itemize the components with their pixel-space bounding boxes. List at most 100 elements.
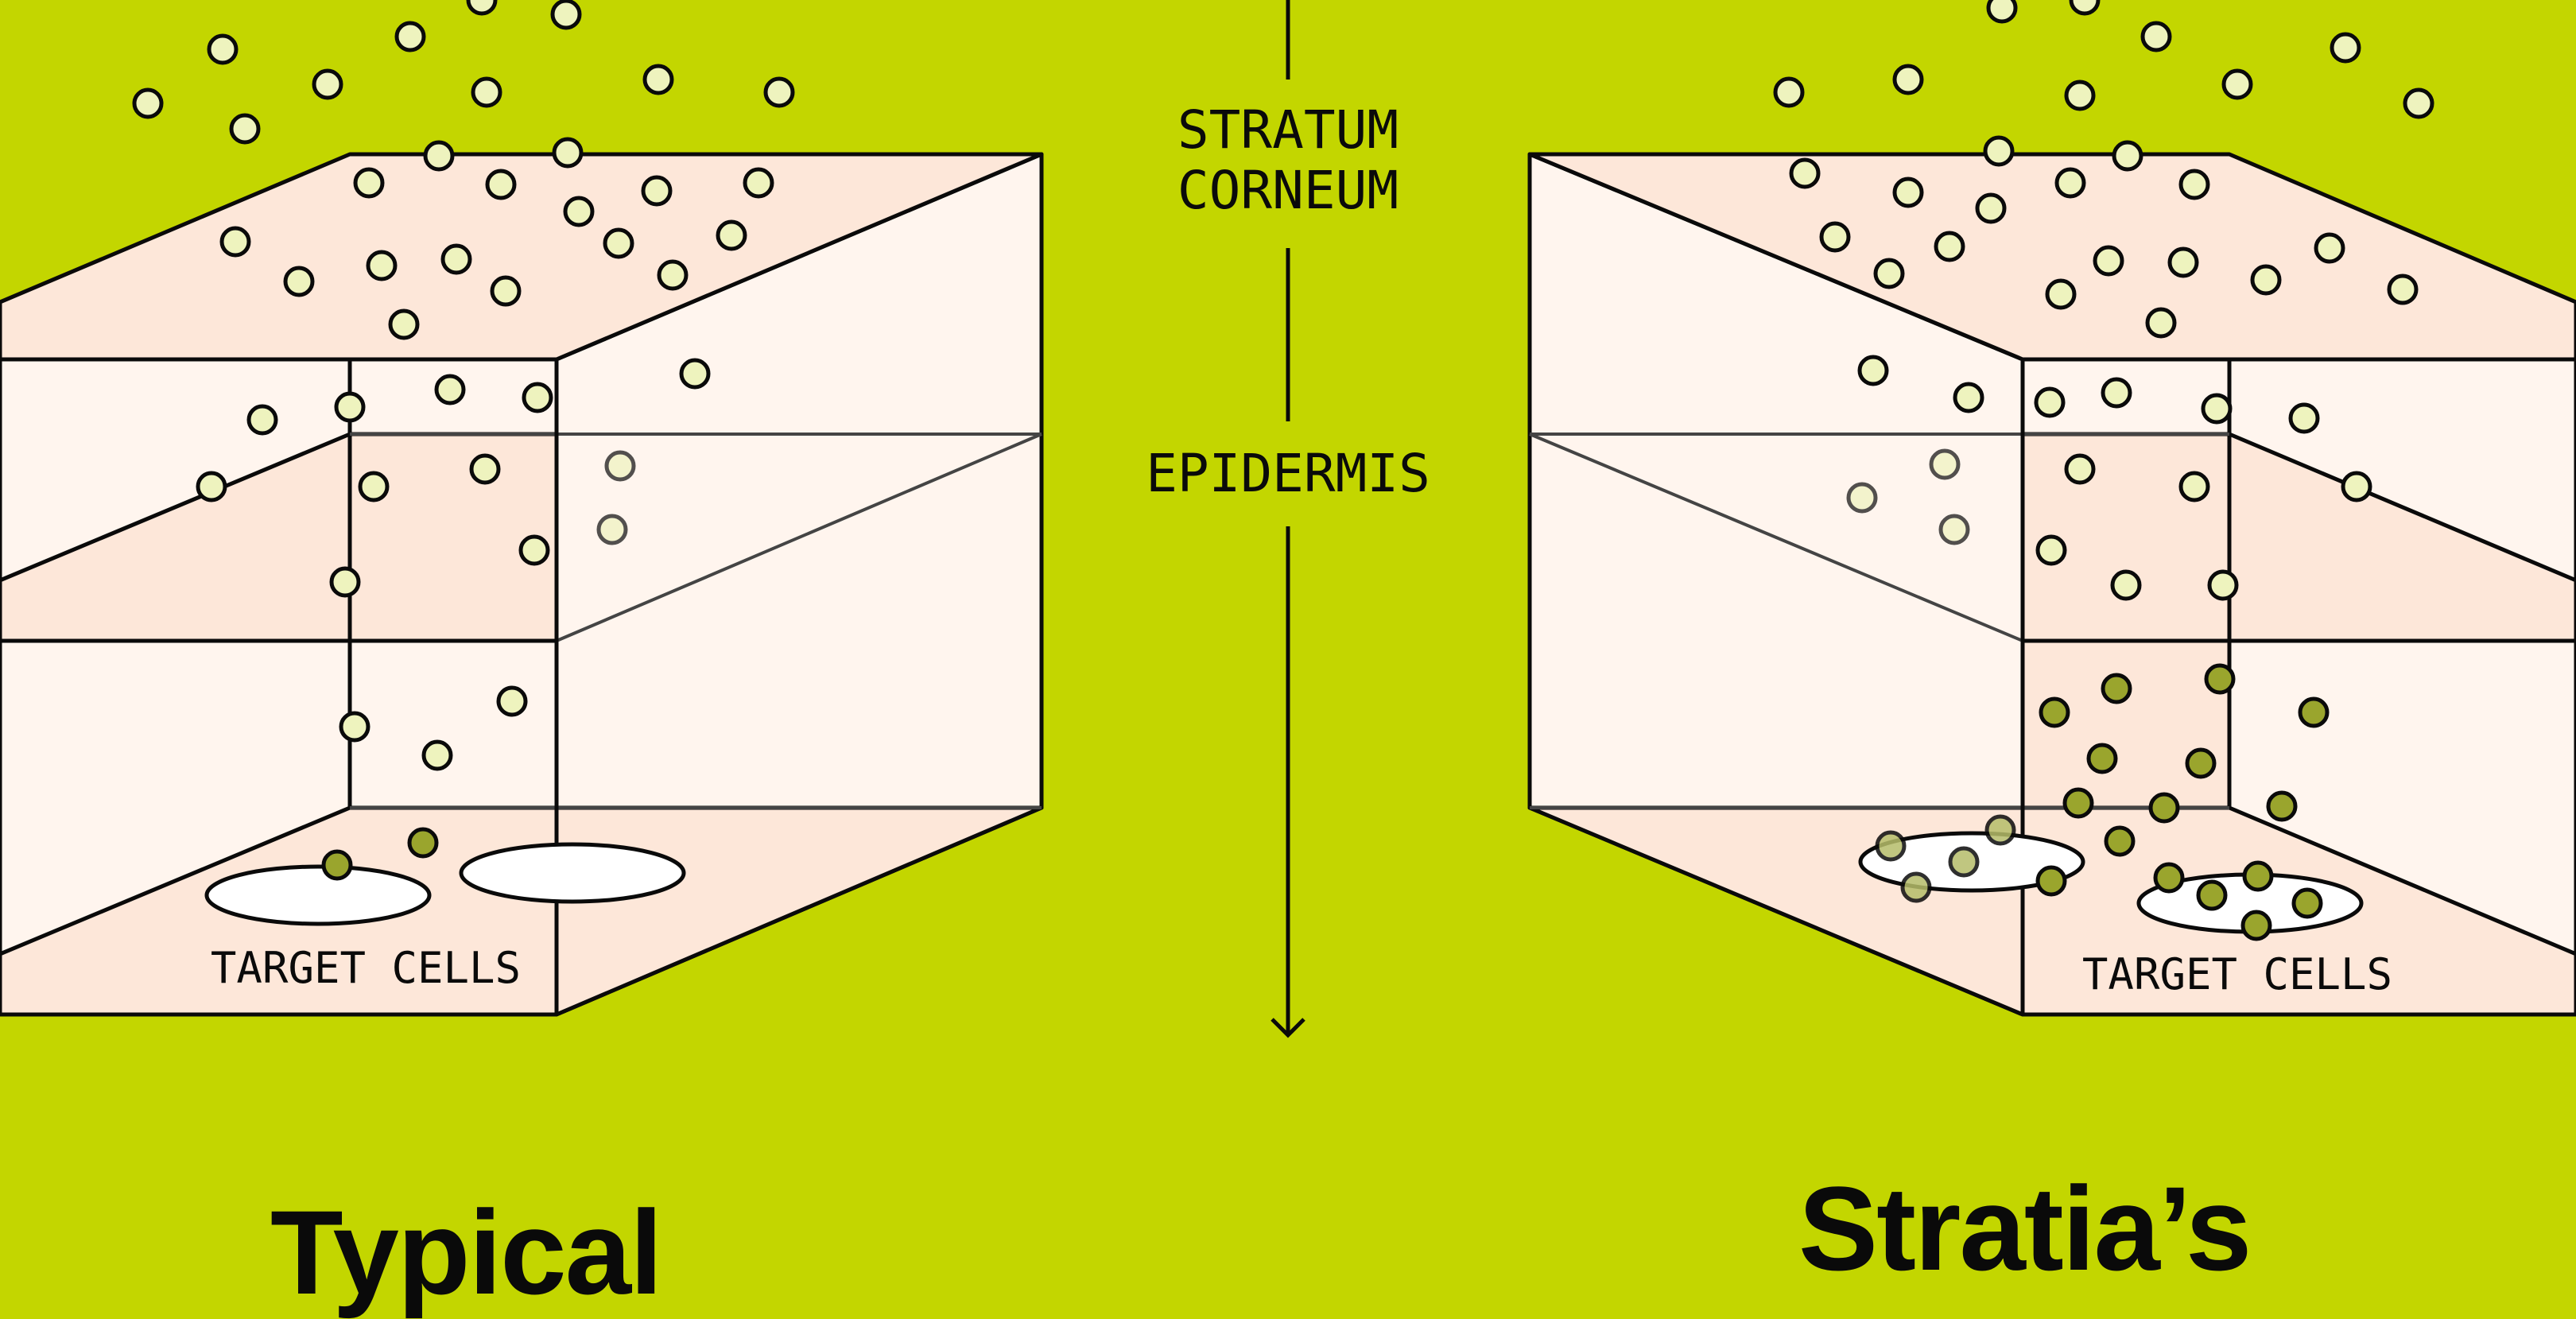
drug-particle [394, 21, 426, 52]
drug-particle [207, 33, 239, 65]
drug-particle [196, 471, 227, 502]
drug-particle [2201, 393, 2233, 425]
drug-particle [1789, 157, 1821, 189]
drug-particle-delivered [2242, 860, 2274, 892]
left-target-cells-label: TARGET CELLS [211, 943, 521, 993]
drug-particle [1857, 355, 1889, 386]
drug-particle [246, 404, 278, 436]
drug-particle [2178, 471, 2210, 502]
drug-particle [440, 243, 472, 275]
left-skin-block [0, 152, 1044, 1017]
drug-particle [2403, 87, 2434, 119]
drug-particle [1892, 177, 1924, 208]
drug-particle [641, 175, 673, 207]
drug-particle [2140, 21, 2172, 52]
drug-particle [603, 227, 634, 259]
drug-particle-delivered [2104, 825, 2136, 857]
drug-particle [2145, 307, 2177, 339]
drug-particle [2064, 80, 2096, 111]
drug-particle-delivered [2185, 747, 2217, 779]
left-block-floor [0, 805, 1044, 1017]
left-block-edge [556, 433, 1042, 642]
drug-particle [2069, 0, 2101, 16]
drug-particle [219, 226, 251, 258]
left-block-top-face [0, 152, 1044, 362]
drug-particle [550, 0, 582, 30]
drug-particle [1983, 135, 2015, 167]
drug-particle-delivered [2266, 790, 2298, 822]
down-arrow-icon [1271, 1018, 1305, 1038]
right-target-cells-label: TARGET CELLS [2082, 949, 2392, 999]
drug-particle [469, 453, 501, 485]
drug-particle [743, 167, 774, 199]
drug-particle [2064, 453, 2096, 485]
drug-particle [2110, 569, 2142, 601]
drug-particle [423, 140, 455, 172]
drug-particle [2035, 534, 2067, 566]
drug-particle [2341, 471, 2372, 502]
right-skin-block [1527, 152, 2576, 1017]
drug-particle [1975, 192, 2007, 224]
drug-particle [434, 374, 466, 405]
drug-particle [2101, 377, 2132, 409]
epidermis-label: EPIDERMIS [1146, 443, 1430, 504]
drug-particle [229, 113, 261, 145]
drug-particle [339, 711, 370, 743]
drug-particle-faded [596, 514, 628, 545]
drug-particle-absorbed [1875, 830, 1907, 862]
drug-particle-faded [1929, 448, 1961, 480]
drug-particle-delivered [2153, 862, 2185, 894]
drug-particle [2167, 246, 2199, 278]
drug-particle [358, 471, 390, 502]
drug-particle-delivered [2196, 879, 2228, 911]
drug-particle [2178, 169, 2210, 200]
drug-particle [2330, 32, 2361, 64]
drug-particle [283, 266, 315, 297]
drug-particle-delivered [321, 849, 353, 881]
drug-particle-delivered [407, 827, 439, 859]
drug-particle [1986, 0, 2018, 24]
drug-particle [466, 0, 498, 16]
drug-particle [1892, 64, 1924, 95]
drug-particle [552, 137, 584, 169]
drug-particle [1953, 382, 1984, 413]
drug-particle-delivered [2039, 696, 2070, 728]
drug-particle [366, 250, 398, 281]
drug-particle [329, 566, 361, 598]
drug-particle [1934, 231, 1965, 262]
drug-particle [522, 382, 553, 413]
left-target-cell [459, 842, 686, 904]
stratum-corneum-label-line2: CORNEUM [1177, 160, 1399, 221]
drug-particle [657, 259, 689, 291]
drug-particle-delivered [2204, 663, 2236, 695]
drug-particle [312, 68, 343, 100]
drug-particle [1773, 76, 1805, 108]
drug-particle [421, 739, 453, 771]
drug-particle-faded [1938, 514, 1970, 545]
drug-particle [2221, 68, 2253, 100]
drug-particle [563, 196, 595, 227]
drug-particle [2288, 402, 2320, 434]
drug-particle-delivered [2240, 910, 2272, 941]
drug-particle-delivered [2086, 743, 2118, 774]
drug-particle [2250, 264, 2282, 296]
drug-particle [1819, 221, 1851, 253]
left-panel-title: Typical [270, 1185, 663, 1319]
drug-particle [2045, 278, 2077, 310]
drug-particle [2034, 386, 2066, 418]
drug-particle [334, 391, 366, 423]
drug-particle-absorbed [1984, 814, 2016, 846]
drug-particle [763, 76, 795, 108]
drug-particle [2207, 569, 2239, 601]
drug-particle-delivered [2035, 865, 2067, 897]
drug-particle [2093, 245, 2124, 277]
drug-particle-delivered [2298, 696, 2330, 728]
drug-particle [716, 219, 747, 251]
drug-particle-absorbed [1948, 846, 1980, 878]
drug-particle-delivered [2062, 787, 2094, 819]
drug-particle [642, 64, 674, 95]
drug-particle [679, 358, 711, 390]
drug-particle [471, 76, 502, 108]
drug-particle [132, 87, 164, 119]
drug-particle [2387, 273, 2419, 305]
